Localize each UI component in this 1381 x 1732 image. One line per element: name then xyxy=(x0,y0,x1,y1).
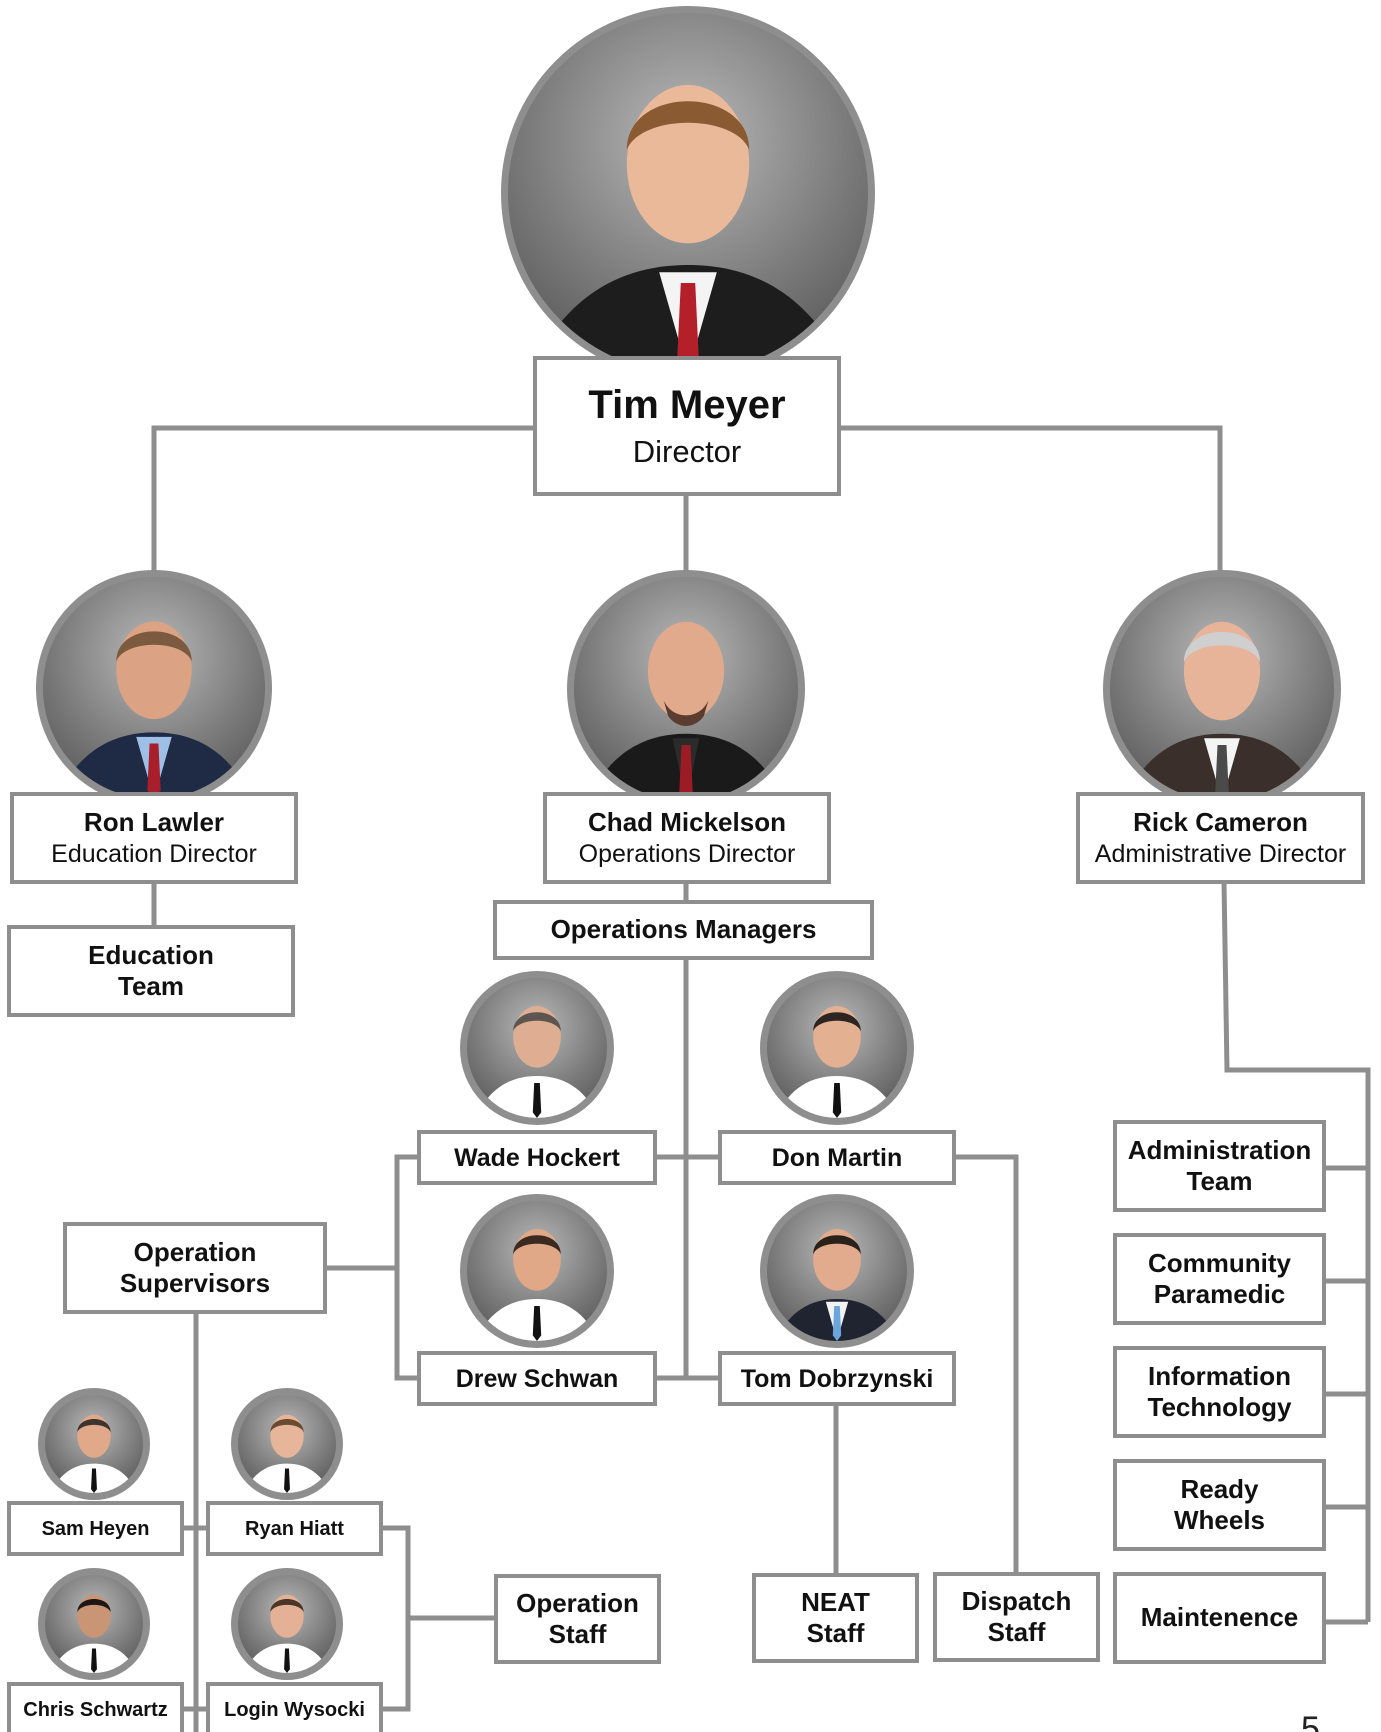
supervisor-box: Ryan Hiatt xyxy=(206,1501,383,1556)
supervisor-box: Chris Schwartz xyxy=(7,1682,184,1732)
education-director-name: Ron Lawler xyxy=(83,807,225,838)
operation-staff-box: Operation Staff xyxy=(494,1574,661,1664)
director-title: Director xyxy=(632,434,742,470)
administrative-director-box: Rick Cameron Administrative Director xyxy=(1076,792,1365,884)
manager-name: Tom Dobrzynski xyxy=(740,1364,934,1393)
education-team-box: Education Team xyxy=(7,925,295,1017)
admin-team-label: Administration Team xyxy=(1127,1134,1312,1196)
photo-operations-director xyxy=(567,570,805,808)
manager-box: Drew Schwan xyxy=(417,1351,657,1406)
supervisor-box: Sam Heyen xyxy=(7,1501,184,1556)
neat-staff-label: NEAT Staff xyxy=(801,1586,870,1648)
admin-team-box: Information Technology xyxy=(1113,1346,1326,1438)
education-director-box: Ron Lawler Education Director xyxy=(10,792,298,884)
photo-administrative-director xyxy=(1103,570,1341,808)
operation-supervisors-box: Operation Supervisors xyxy=(63,1222,327,1314)
dispatch-staff-label: Dispatch Staff xyxy=(961,1585,1072,1647)
supervisor-name: Chris Schwartz xyxy=(23,1698,168,1721)
neat-staff-box: NEAT Staff xyxy=(752,1573,919,1663)
manager-name: Drew Schwan xyxy=(455,1364,619,1393)
manager-box: Wade Hockert xyxy=(417,1130,657,1185)
admin-team-box: Maintenence xyxy=(1113,1572,1326,1664)
admin-team-label: Information Technology xyxy=(1147,1360,1292,1422)
photo-sam-heyen xyxy=(38,1388,150,1500)
photo-education-director xyxy=(36,570,272,806)
photo-director xyxy=(501,6,875,380)
director-box: Tim Meyer Director xyxy=(533,356,841,496)
photo-chris-schwartz xyxy=(38,1568,150,1680)
admin-team-label: Ready Wheels xyxy=(1173,1473,1266,1535)
operations-director-name: Chad Mickelson xyxy=(588,807,786,838)
operations-director-title: Operations Director xyxy=(578,839,796,868)
dispatch-staff-box: Dispatch Staff xyxy=(933,1572,1100,1662)
supervisor-name: Login Wysocki xyxy=(224,1698,365,1721)
admin-team-label: Maintenence xyxy=(1140,1602,1299,1633)
manager-name: Don Martin xyxy=(771,1143,903,1172)
admin-team-box: Community Paramedic xyxy=(1113,1233,1326,1325)
operations-director-box: Chad Mickelson Operations Director xyxy=(543,792,831,884)
operation-staff-label: Operation Staff xyxy=(516,1587,639,1649)
operation-supervisors-label: Operation Supervisors xyxy=(119,1236,271,1298)
photo-tom-dobrzynski xyxy=(760,1194,914,1348)
photo-wade-hockert xyxy=(460,971,614,1125)
supervisor-box: Login Wysocki xyxy=(206,1682,383,1732)
director-name: Tim Meyer xyxy=(588,383,786,428)
operations-managers-box: Operations Managers xyxy=(493,900,874,960)
photo-don-martin xyxy=(760,971,914,1125)
manager-box: Tom Dobrzynski xyxy=(718,1351,956,1406)
administrative-director-name: Rick Cameron xyxy=(1133,807,1308,838)
supervisor-name: Sam Heyen xyxy=(41,1517,150,1540)
admin-team-box: Administration Team xyxy=(1113,1120,1326,1212)
admin-team-label: Community Paramedic xyxy=(1148,1247,1291,1309)
administrative-director-title: Administrative Director xyxy=(1094,839,1347,868)
photo-login-wysocki xyxy=(231,1568,343,1680)
photo-drew-schwan xyxy=(460,1194,614,1348)
operations-managers-label: Operations Managers xyxy=(550,914,817,945)
photo-ryan-hiatt xyxy=(231,1388,343,1500)
education-director-title: Education Director xyxy=(51,839,257,868)
supervisor-name: Ryan Hiatt xyxy=(245,1517,344,1540)
manager-name: Wade Hockert xyxy=(454,1143,620,1172)
manager-box: Don Martin xyxy=(718,1130,956,1185)
admin-team-box: Ready Wheels xyxy=(1113,1459,1326,1551)
page-number: 5 xyxy=(1301,1710,1320,1732)
education-team-label: Education Team xyxy=(88,939,214,1001)
